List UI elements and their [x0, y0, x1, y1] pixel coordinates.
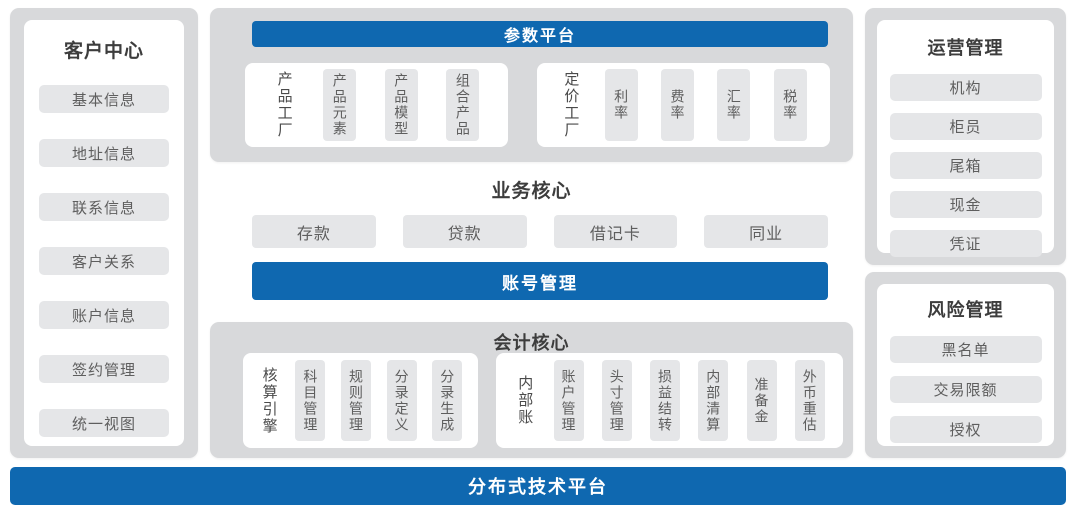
operations-item-cash: 现金 [889, 191, 1042, 218]
customer-center-inner: 客户中心 基本信息 地址信息 联系信息 客户关系 账户信息 签约管理 统一视图 [24, 20, 184, 446]
accounting-item-rule-mgmt: 规则管理 [340, 360, 371, 441]
accounting-engine-label: 核算引擎 [260, 366, 278, 435]
distributed-platform-bar: 分布式技术平台 [10, 467, 1066, 505]
accounting-core-title: 会计核心 [493, 333, 570, 353]
parameter-platform-container: 参数平台 产品工厂 产品元素 产品模型 组合产品 定价工厂 利率 费率 汇率 税… [210, 8, 853, 162]
risk-item-authorization: 授权 [889, 416, 1042, 443]
accounting-item-entry-definition: 分录定义 [386, 360, 417, 441]
product-factory-item-models: 产品模型 [384, 69, 418, 141]
product-factory-group: 产品工厂 产品元素 产品模型 组合产品 [245, 63, 508, 147]
customer-item-address-info: 地址信息 [39, 139, 169, 167]
internal-item-account-mgmt: 账户管理 [553, 360, 584, 441]
internal-item-fx-revaluation: 外币重估 [794, 360, 825, 441]
internal-account-label: 内部账 [516, 375, 534, 426]
business-item-deposits: 存款 [252, 215, 376, 248]
accounting-item-subject-mgmt: 科目管理 [295, 360, 326, 441]
operations-title: 运营管理 [927, 38, 1004, 58]
accounting-engine-group: 核算引擎 科目管理 规则管理 分录定义 分录生成 [243, 353, 478, 448]
internal-account-group: 内部账 账户管理 头寸管理 损益结转 内部清算 准备金 外币重估 [496, 353, 843, 448]
business-core-row: 存款 贷款 借记卡 同业 [252, 215, 828, 248]
risk-inner: 风险管理 黑名单 交易限额 授权 [877, 284, 1054, 446]
operations-item-teller: 柜员 [889, 113, 1042, 140]
pricing-factory-group: 定价工厂 利率 费率 汇率 税率 [537, 63, 830, 147]
pricing-factory-label: 定价工厂 [562, 71, 580, 139]
business-item-loans: 贷款 [402, 215, 527, 248]
risk-item-blacklist: 黑名单 [889, 336, 1042, 363]
business-core-title: 业务核心 [491, 181, 572, 202]
pricing-factory-item-exchange-rate: 汇率 [717, 69, 751, 141]
business-item-debit-card: 借记卡 [553, 215, 678, 248]
customer-item-unified-view: 统一视图 [39, 409, 169, 437]
internal-item-pnl-carryover: 损益结转 [650, 360, 680, 441]
customer-item-relations: 客户关系 [39, 247, 169, 275]
product-factory-item-elements: 产品元素 [323, 69, 357, 141]
product-factory-label: 产品工厂 [275, 71, 293, 139]
operations-item-cash-box: 尾箱 [889, 152, 1042, 179]
customer-center-title: 客户中心 [63, 41, 144, 62]
operations-item-voucher: 凭证 [889, 230, 1042, 257]
business-item-interbank: 同业 [704, 215, 828, 248]
pricing-factory-item-fee-rate: 费率 [660, 69, 694, 141]
risk-panel: 风险管理 黑名单 交易限额 授权 [865, 272, 1066, 458]
product-factory-item-bundles: 组合产品 [446, 69, 480, 141]
accounting-item-entry-generation: 分录生成 [432, 360, 463, 441]
customer-center-panel: 客户中心 基本信息 地址信息 联系信息 客户关系 账户信息 签约管理 统一视图 [10, 8, 198, 458]
accounting-core-container: 会计核心 核算引擎 科目管理 规则管理 分录定义 分录生成 内部账 账户管理 头… [210, 322, 853, 458]
operations-panel: 运营管理 机构 柜员 尾箱 现金 凭证 [865, 8, 1066, 265]
risk-title: 风险管理 [927, 300, 1004, 320]
operations-inner: 运营管理 机构 柜员 尾箱 现金 凭证 [877, 20, 1054, 257]
account-management-bar: 账号管理 [252, 262, 828, 300]
risk-item-transaction-limit: 交易限额 [889, 376, 1042, 403]
internal-item-reserves: 准备金 [746, 360, 777, 441]
customer-item-contract-mgmt: 签约管理 [39, 355, 169, 383]
customer-item-account-info: 账户信息 [39, 301, 169, 329]
pricing-factory-item-interest-rate: 利率 [604, 69, 638, 141]
customer-item-contact-info: 联系信息 [39, 193, 169, 221]
parameter-platform-header: 参数平台 [252, 21, 828, 47]
internal-item-internal-clearing: 内部清算 [698, 360, 729, 441]
operations-item-institution: 机构 [889, 74, 1042, 101]
pricing-factory-item-tax-rate: 税率 [773, 69, 807, 141]
internal-item-position-mgmt: 头寸管理 [601, 360, 632, 441]
customer-item-basic-info: 基本信息 [39, 85, 169, 113]
